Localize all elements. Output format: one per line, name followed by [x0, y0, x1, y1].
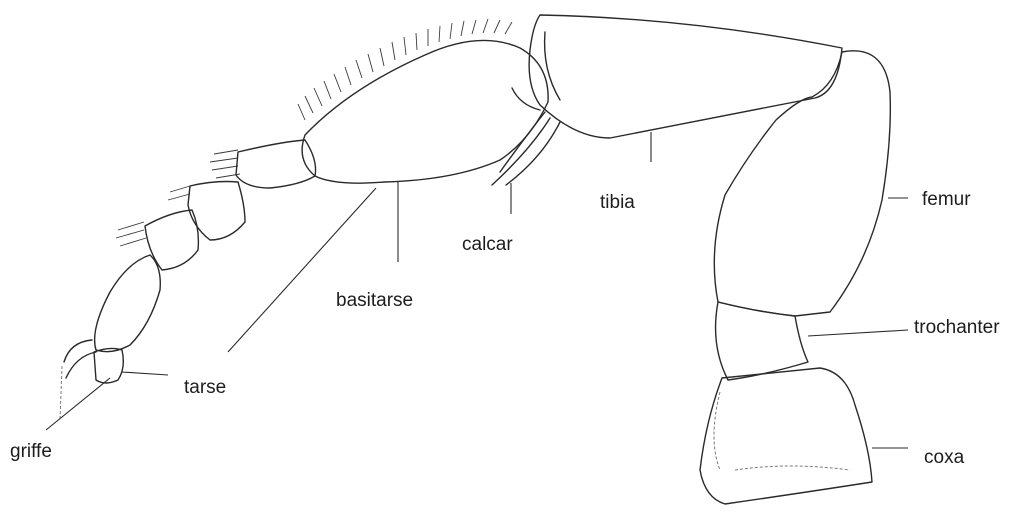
tarsomere-2	[236, 140, 316, 188]
claw	[60, 340, 96, 420]
tarsomere-5	[95, 255, 161, 352]
calcar-spurs	[492, 112, 560, 185]
trochanter-label: trochanter	[914, 317, 1000, 338]
tarsomere-4	[145, 210, 198, 270]
pretarsus	[94, 348, 123, 383]
leader-lines	[46, 132, 908, 448]
basitarse-label: basitarse	[336, 290, 413, 311]
griffe-label: griffe	[10, 441, 52, 462]
tarse-label: tarse	[184, 377, 226, 398]
femur-label: femur	[922, 189, 971, 210]
tibia-label: tibia	[600, 192, 635, 213]
trochanter-leader	[808, 330, 908, 336]
tarse-leader-short	[122, 372, 168, 375]
calcar-label: calcar	[462, 234, 513, 255]
labels: femur tibia calcar basitarse trochanter …	[10, 189, 1000, 468]
tarse-leader-long	[228, 188, 376, 352]
tarsomere-3	[188, 182, 245, 241]
tibia-segment	[529, 15, 842, 138]
basitarse-segment	[302, 40, 548, 183]
coxa-label: coxa	[924, 447, 965, 468]
femur-segment	[714, 51, 890, 316]
griffe-leader	[46, 378, 110, 430]
leg-bristles	[116, 19, 512, 246]
trochanter-segment	[716, 302, 808, 380]
tarsal-segments	[94, 140, 316, 383]
coxa-segment	[700, 368, 872, 504]
